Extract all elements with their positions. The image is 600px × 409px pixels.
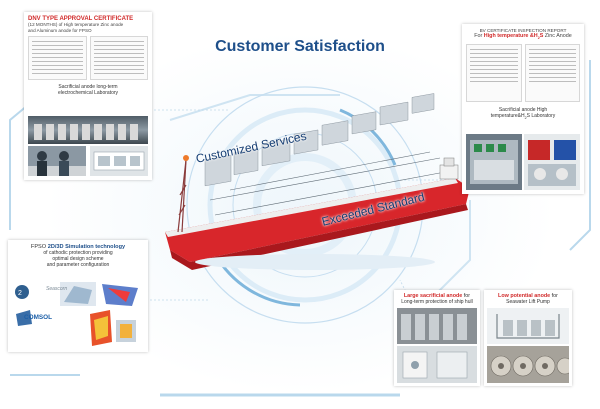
large-anode-line2: Long-term protection of ship hull — [401, 299, 473, 305]
comsol-logo: COMSOL — [24, 314, 53, 321]
anode-photo — [397, 346, 477, 383]
certificate-document — [524, 44, 580, 103]
low-anode-line2: Seawater Lift Pump — [506, 299, 550, 305]
seascorn-logo: Seascorn — [46, 286, 68, 292]
bv-lab-line2: temperature&H2S Laboratory — [490, 113, 556, 121]
laboratory-photo — [524, 134, 580, 190]
laboratory-photo — [28, 116, 148, 144]
laboratory-photo — [28, 146, 86, 176]
dnv-lab-line1: Sacrificial anode long-term — [58, 84, 118, 91]
page-title: Customer Satisfaction — [215, 38, 385, 55]
certificate-document — [28, 36, 87, 81]
bv-certificate-panel: BV CERTIFICATE INSPECTION REPORT For Hig… — [462, 24, 584, 194]
large-anode-heading: Large sacrificial anode for — [403, 293, 471, 299]
bv-lab-line1: Sacrificial anode High — [498, 107, 548, 114]
anode-photo — [487, 346, 569, 383]
low-anode-heading: Low potential anode for — [498, 293, 558, 299]
dnv-heading: DNV TYPE APPROVAL CERTIFICATE — [28, 16, 134, 22]
dnv-certificate-panel: DNV TYPE APPROVAL CERTIFICATE (12 MONTHS… — [24, 12, 152, 180]
sim-heading: FPSO 2D/3D Simulation technology — [30, 244, 126, 250]
certificate-document — [466, 44, 522, 103]
dnv-documents — [28, 36, 148, 81]
dnv-line2: and Aluminum anode for FPSO — [28, 27, 92, 33]
bv-heading: BV CERTIFICATE INSPECTION REPORT — [479, 28, 567, 33]
bv-subheading: For High temperature &H2S Zinc Anode — [474, 32, 572, 40]
sim-line2: optimal design scheme — [52, 256, 104, 262]
dnv-lab-line2: electrochemical Laboratory — [57, 90, 119, 97]
laboratory-photo — [466, 134, 522, 190]
simulation-visuals: 2 — [15, 282, 138, 346]
large-anode-panel: Large sacrificial anode for Long-term pr… — [394, 290, 480, 386]
dnv-line1: (12 MONTHS) of High temperature Zinc ano… — [28, 22, 124, 27]
simulation-panel: FPSO 2D/3D Simulation technology of cath… — [8, 240, 148, 352]
bv-documents — [466, 44, 580, 103]
low-potential-anode-panel: Low potential anode for Seawater Lift Pu… — [484, 290, 572, 386]
laboratory-photo — [90, 146, 148, 176]
anode-photo — [487, 308, 569, 344]
certificate-document — [89, 36, 148, 81]
sim-line1: of cathodic protection providing — [43, 250, 113, 256]
sim-line3: and parameter configuration — [46, 262, 110, 268]
svg-text:2: 2 — [18, 290, 22, 297]
anode-photo — [397, 308, 477, 344]
